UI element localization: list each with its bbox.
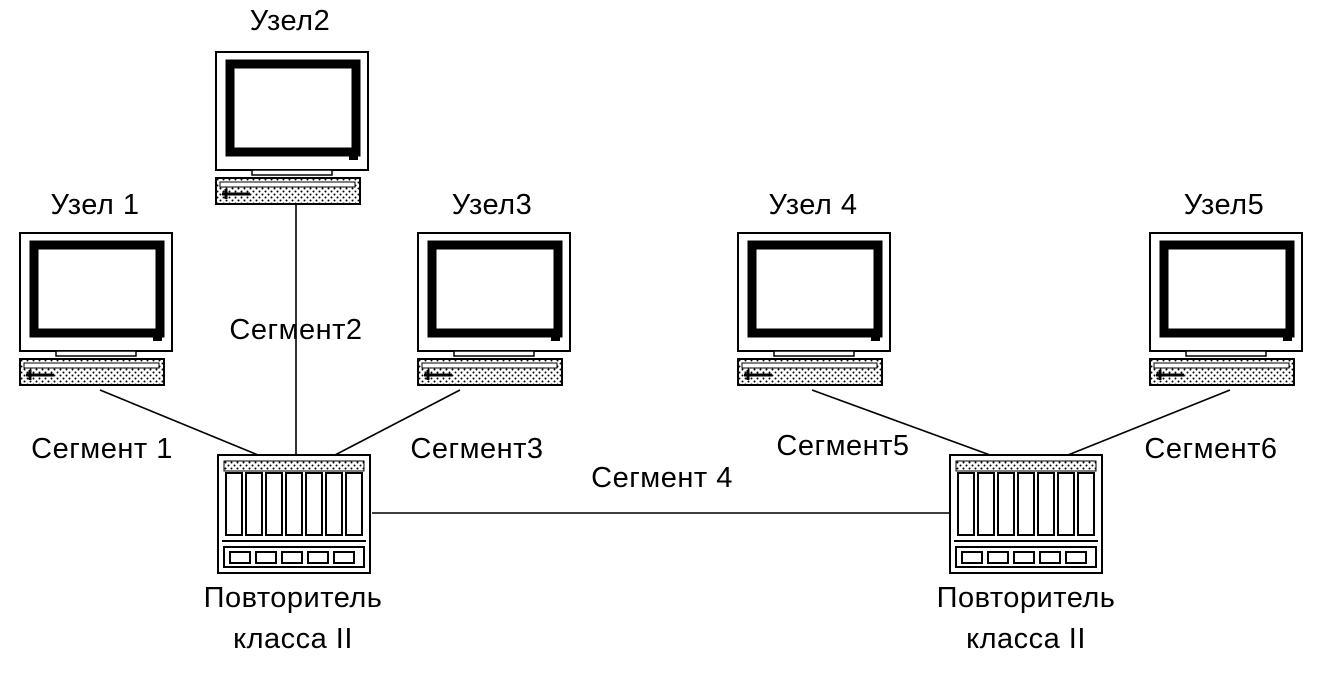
- segment-6-wire: [1067, 389, 1231, 456]
- repeater-2-icon: [949, 454, 1103, 574]
- node-4-label: Узел 4: [768, 189, 857, 221]
- segment-6-label: Сегмент6: [1144, 433, 1277, 465]
- workstation-3-icon: [418, 233, 570, 385]
- workstation-2-icon: [216, 52, 368, 204]
- repeater-2-label-line2: класса II: [966, 623, 1086, 655]
- node-1-label: Узел 1: [50, 189, 139, 221]
- segment-3-wire: [334, 389, 461, 456]
- segment-3-label: Сегмент3: [410, 433, 543, 465]
- segment-5-label: Сегмент5: [776, 430, 909, 462]
- segment-1-wire: [99, 389, 259, 456]
- repeater-1-label-line1: Повторитель: [204, 582, 383, 614]
- workstation-5-icon: [1150, 233, 1302, 385]
- repeater-1-label-line2: класса II: [233, 623, 353, 655]
- segment-2-label: Сегмент2: [229, 314, 362, 346]
- repeater-1-icon: [217, 454, 371, 574]
- node-5-label: Узел5: [1184, 189, 1264, 221]
- workstation-1-icon: [20, 233, 172, 385]
- segment-5-wire: [811, 389, 991, 456]
- node-2-label: Узел2: [250, 5, 330, 37]
- node-3-label: Узел3: [452, 189, 532, 221]
- workstation-4-icon: [738, 233, 890, 385]
- repeater-2-label-line1: Повторитель: [937, 582, 1116, 614]
- segment-4-label: Сегмент 4: [591, 462, 733, 494]
- segment-1-label: Сегмент 1: [31, 433, 173, 465]
